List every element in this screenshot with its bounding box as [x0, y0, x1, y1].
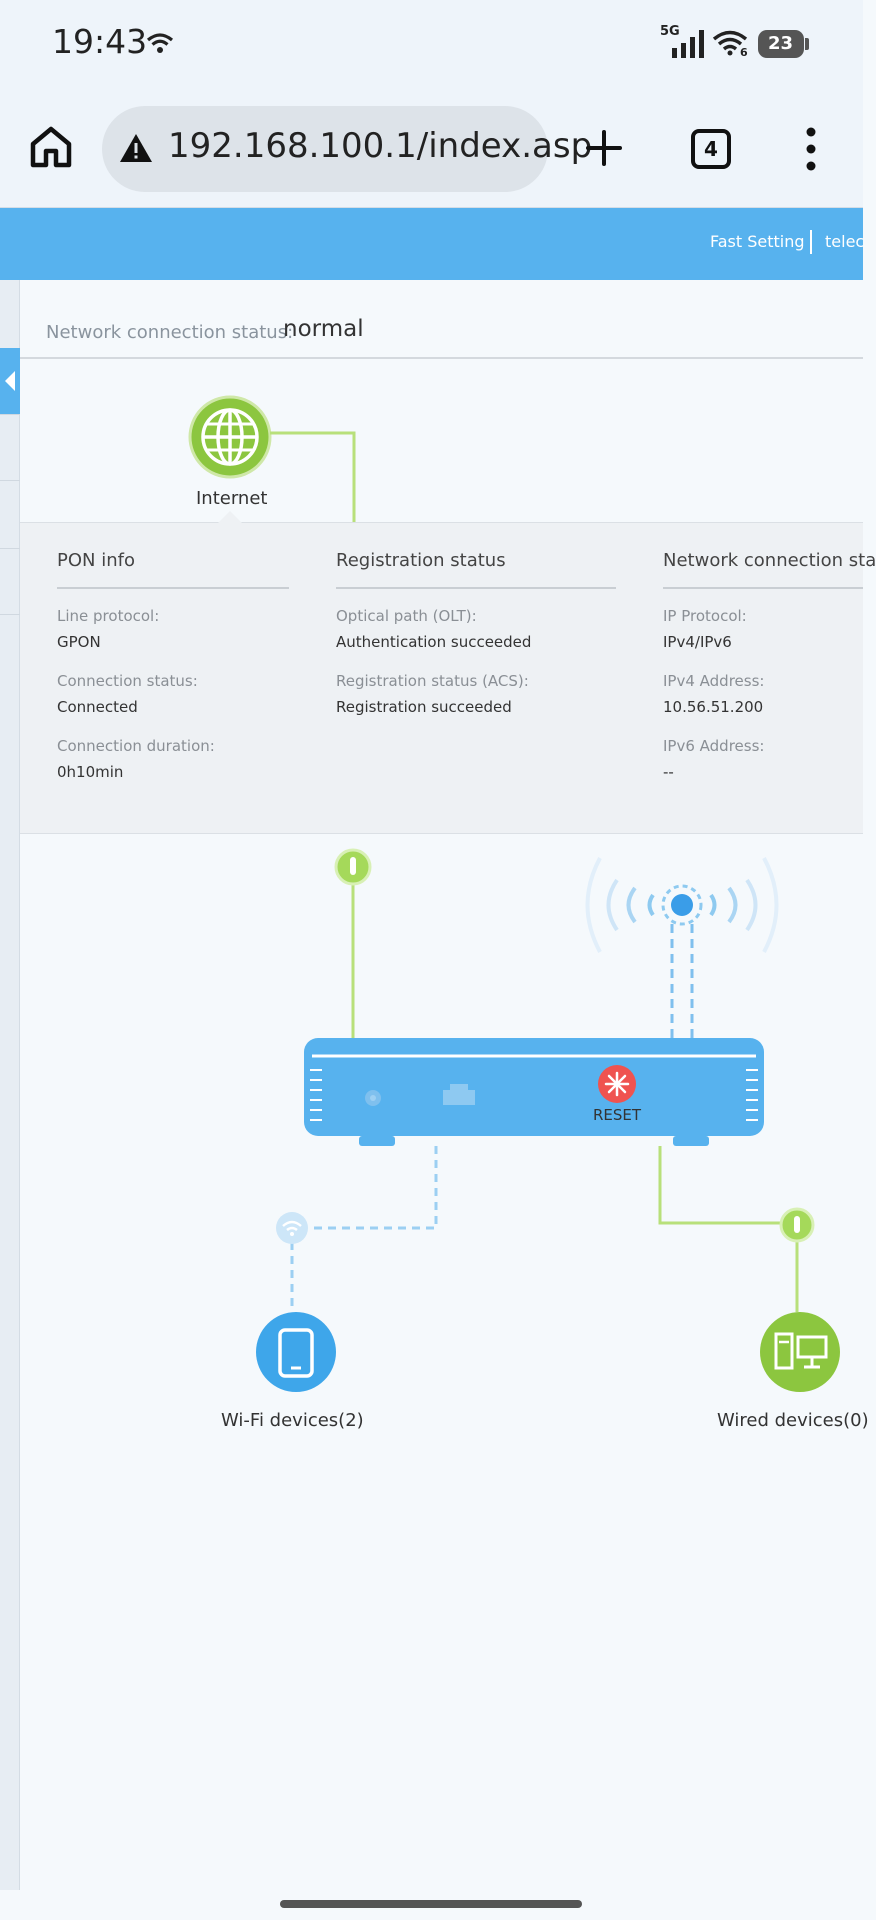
- pon-connection-status-value: Connected: [57, 698, 138, 716]
- registration-status-title: Registration status: [336, 550, 506, 571]
- connection-status-label: Network connection status:: [46, 322, 294, 343]
- sidebar-divider: [0, 414, 20, 415]
- line-protocol-label: Line protocol:: [57, 607, 160, 625]
- sidebar-divider: [0, 480, 20, 481]
- wifi-devices-label[interactable]: Wi-Fi devices(2): [221, 1410, 364, 1431]
- connection-duration-value: 0h10min: [57, 763, 124, 781]
- battery-tip: [805, 38, 809, 50]
- ipv6-address-value: --: [663, 763, 674, 781]
- reset-button-icon[interactable]: [598, 1065, 636, 1103]
- battery-icon: 23: [758, 30, 804, 58]
- battery-level: 23: [768, 33, 794, 54]
- sidebar-expand-tab[interactable]: [0, 348, 20, 414]
- network-topology-diagram: [256, 848, 840, 1392]
- gesture-navigation-bar[interactable]: [280, 1900, 582, 1908]
- tab-count: 4: [704, 137, 718, 161]
- router-header: Fast Setting telec: [0, 208, 865, 280]
- acs-status-value: Registration succeeded: [336, 698, 512, 716]
- acs-status-label: Registration status (ACS):: [336, 672, 529, 690]
- account-link[interactable]: telec: [825, 232, 865, 251]
- browser-toolbar: 192.168.100.1/index.asp 4: [0, 90, 863, 208]
- wifi-devices-icon[interactable]: [256, 1312, 336, 1392]
- wan-cable: [334, 848, 372, 1038]
- line-protocol-value: GPON: [57, 633, 101, 651]
- warning-icon[interactable]: [118, 132, 154, 164]
- network-type-label: 5G: [660, 24, 680, 39]
- cell-signal-icon: [672, 30, 704, 58]
- wifi-generation-label: 6: [740, 46, 748, 59]
- fast-setting-link[interactable]: Fast Setting: [710, 232, 805, 251]
- panel-pointer: [216, 511, 244, 525]
- reset-label: RESET: [593, 1106, 642, 1124]
- header-separator: [810, 230, 812, 254]
- internet-globe-icon[interactable]: [188, 395, 272, 479]
- system-status-bar: 19:43 5G 6 23: [0, 0, 863, 90]
- wifi-device-link: [276, 1146, 438, 1310]
- ipv6-address-label: IPv6 Address:: [663, 737, 765, 755]
- optical-path-label: Optical path (OLT):: [336, 607, 477, 625]
- status-divider: [20, 357, 863, 359]
- url-text[interactable]: 192.168.100.1/index.asp: [168, 126, 593, 166]
- router-device-icon[interactable]: [304, 1038, 764, 1146]
- column-divider: [336, 587, 616, 589]
- optical-path-value: Authentication succeeded: [336, 633, 532, 651]
- column-divider: [57, 587, 289, 589]
- internet-label: Internet: [196, 488, 268, 509]
- sidebar-divider: [0, 548, 20, 549]
- pon-connection-status-label: Connection status:: [57, 672, 198, 690]
- chevron-left-icon: [5, 371, 15, 391]
- address-bar[interactable]: 192.168.100.1/index.asp: [102, 106, 592, 192]
- tab-switcher-button[interactable]: 4: [691, 129, 731, 169]
- more-menu-icon[interactable]: [801, 126, 821, 172]
- home-icon[interactable]: [28, 124, 74, 170]
- ip-protocol-label: IP Protocol:: [663, 607, 747, 625]
- left-sidebar-collapsed: [0, 280, 20, 1890]
- new-tab-icon[interactable]: [584, 128, 624, 168]
- clock: 19:43: [52, 22, 148, 61]
- wifi-broadcast-icon: [585, 857, 779, 1038]
- ipv4-address-value: 10.56.51.200: [663, 698, 764, 716]
- connection-status-value: normal: [283, 316, 364, 342]
- network-connection-title: Network connection sta: [663, 550, 876, 571]
- ipv4-address-label: IPv4 Address:: [663, 672, 765, 690]
- ip-protocol-value: IPv4/IPv6: [663, 633, 732, 651]
- wifi-signal-icon: [712, 30, 748, 56]
- internet-link-line: [270, 431, 356, 524]
- wired-device-link: [658, 1146, 815, 1312]
- connection-info-panel: PON info Line protocol: GPON Connection …: [20, 511, 876, 834]
- wired-devices-icon[interactable]: [760, 1312, 840, 1392]
- connection-duration-label: Connection duration:: [57, 737, 215, 755]
- pon-info-title: PON info: [57, 550, 135, 571]
- column-divider: [663, 587, 863, 589]
- sidebar-divider: [0, 614, 20, 615]
- wifi-status-icon: [146, 33, 174, 53]
- wired-devices-label[interactable]: Wired devices(0): [717, 1410, 869, 1431]
